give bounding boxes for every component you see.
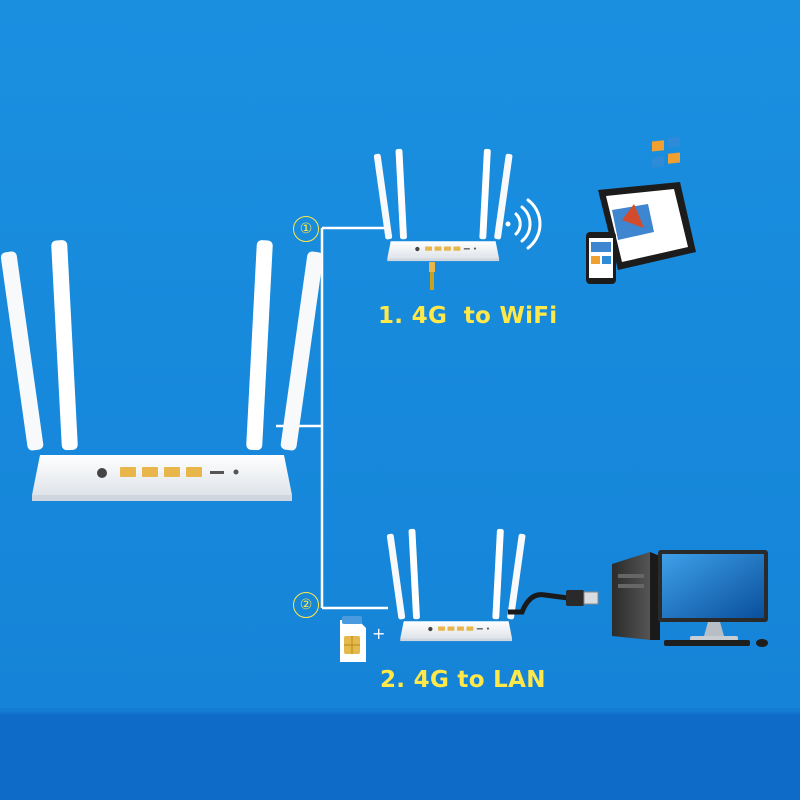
sim-card-icon: [340, 616, 366, 662]
lan-cable-stub-icon: [429, 262, 435, 290]
sim-plus-sign: +: [372, 624, 386, 643]
desktop-computer-icon: [612, 550, 768, 647]
step-marker-1: ①: [293, 216, 319, 242]
ethernet-cable-icon: [508, 590, 599, 615]
tablet-icon: [598, 136, 696, 270]
lan-mode-label: 2. 4G to LAN: [380, 667, 546, 693]
wifi-mode-label: 1. 4G to WiFi: [378, 303, 558, 329]
smartphone-icon: [586, 232, 616, 284]
wifi-signal-icon: [505, 198, 542, 250]
step-marker-2: ②: [293, 592, 319, 618]
